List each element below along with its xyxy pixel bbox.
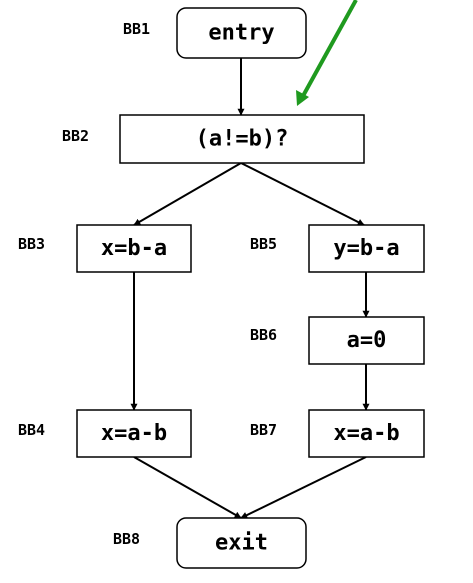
node-box-bb5 — [308, 224, 425, 273]
incoming-arrow-head — [296, 90, 309, 106]
node-text-bb6: a=0 — [347, 328, 387, 353]
node-bb5: y=b-a BB5 — [250, 224, 425, 273]
node-bb8: exit BB8 — [113, 517, 307, 569]
nodes-layer: entryBB1(a!=b)?BB2x=b-aBB3x=a-bBB4y=b-aB… — [18, 7, 425, 569]
node-text-bb8: exit — [215, 531, 268, 556]
node-bb1: entry BB1 — [123, 7, 307, 59]
node-text-bb3: x=b-a — [101, 236, 167, 261]
node-bb4: x=a-b BB4 — [18, 409, 192, 458]
node-bb3: x=b-a BB3 — [18, 224, 192, 273]
block-label-bb5: BB5 — [250, 235, 277, 253]
edge-bb2-bb3 — [133, 162, 242, 226]
node-box-bb2 — [119, 114, 365, 164]
node-text-bb2: (a!=b)? — [196, 127, 289, 152]
node-box-bb3 — [76, 224, 192, 273]
block-label-bb6: BB6 — [250, 326, 277, 344]
block-label-bb8: BB8 — [113, 530, 140, 548]
node-bb2: (a!=b)? BB2 — [62, 114, 365, 164]
node-box-bb7 — [308, 409, 425, 458]
incoming-arrow-shaft — [301, 0, 358, 97]
node-text-bb7: x=a-b — [333, 421, 399, 446]
node-box-bb8 — [176, 517, 307, 569]
node-box-bb1 — [176, 7, 307, 59]
block-label-bb1: BB1 — [123, 20, 150, 38]
node-box-bb6 — [308, 316, 425, 365]
node-bb6: a=0 BB6 — [250, 316, 425, 365]
node-box-bb4 — [76, 409, 192, 458]
incoming-arrow-bb2 — [296, 0, 358, 106]
node-text-bb4: x=a-b — [101, 421, 167, 446]
block-label-bb3: BB3 — [18, 235, 45, 253]
block-label-bb7: BB7 — [250, 421, 277, 439]
node-bb7: x=a-b BB7 — [250, 409, 425, 458]
node-text-bb5: y=b-a — [333, 236, 399, 261]
block-label-bb2: BB2 — [62, 127, 89, 145]
node-text-bb1: entry — [208, 21, 274, 46]
block-label-bb4: BB4 — [18, 421, 45, 439]
edge-bb7-bb8 — [240, 456, 367, 519]
edge-bb4-bb8 — [133, 456, 242, 519]
edges-layer — [130, 0, 370, 519]
edge-bb2-bb5 — [240, 162, 365, 226]
